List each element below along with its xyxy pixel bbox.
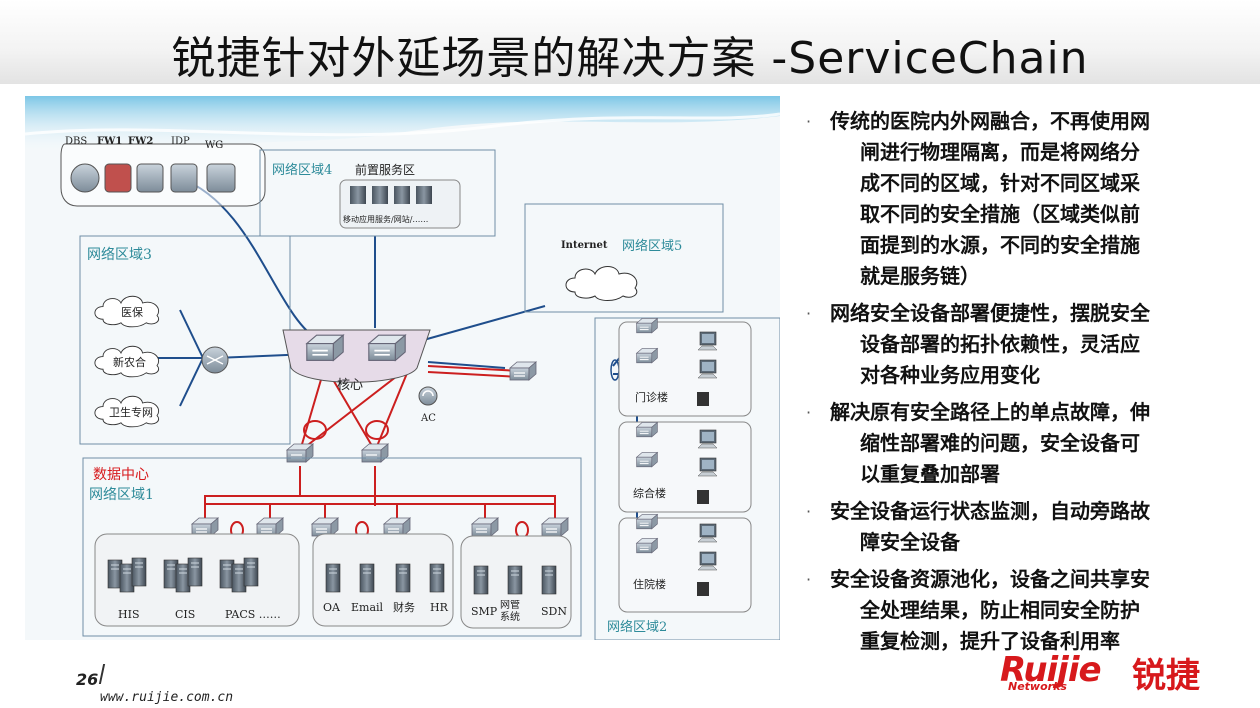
footer-url: www.ruijie.com.cn (100, 690, 234, 705)
logo-networks: Networks (1008, 680, 1067, 693)
zone1-title: 网络区域1 (89, 487, 154, 503)
bullet-line: 安全设备运行状态监测，自动旁路故 (830, 499, 1150, 523)
bullet-line: 以重复叠加部署 (860, 462, 1000, 486)
pacs-label: PACS …… (225, 608, 281, 621)
cis-label: CIS (175, 608, 195, 621)
hr-label: HR (430, 601, 449, 614)
zone3-router (201, 346, 229, 374)
ruijie-logo: Ruijie 锐捷 Networks (1000, 650, 1240, 696)
building-menzhen: 门诊楼 (635, 390, 668, 404)
bullet-line: 缩性部署难的问题，安全设备可 (860, 431, 1140, 455)
oa-label: OA (323, 601, 341, 614)
his-label: HIS (118, 608, 139, 621)
group3-servers (473, 565, 557, 595)
bullet-line: 对各种业务应用变化 (860, 363, 1040, 387)
bullet-line: 网络安全设备部署便捷性，摆脱安全 (830, 301, 1150, 325)
security-devices (70, 163, 236, 193)
bullet-item: · 传统的医院内外网融合，不再使用网 闸进行物理隔离，而是将网络分 成不同的区域… (800, 106, 1210, 292)
cloud-weisheng: 卫生专网 (109, 405, 153, 419)
bullet-line: 成不同的区域，针对不同区域采 (860, 171, 1140, 195)
bullet-item: · 安全设备运行状态监测，自动旁路故 障安全设备 (800, 496, 1210, 558)
fw1-label: FW1 (97, 136, 122, 147)
bullet-marker: · (806, 570, 812, 589)
smp-label: SMP (471, 605, 498, 618)
bullet-line: 传统的医院内外网融合，不再使用网 (830, 109, 1150, 133)
ac-device (418, 386, 438, 406)
building-zonghe: 综合楼 (633, 486, 666, 500)
caiwu-label: 财务 (393, 600, 415, 614)
bullet-line: 解决原有安全路径上的单点故障，伸 (830, 400, 1150, 424)
bullet-marker: · (806, 304, 812, 323)
zone1-title-red: 数据中心 (93, 467, 149, 483)
bullet-line: 设备部署的拓扑依赖性，灵活应 (860, 332, 1140, 356)
building-zhuyuan: 住院楼 (633, 577, 666, 591)
wangguan-label: 网管系统 (500, 600, 520, 623)
bullet-marker: · (806, 502, 812, 521)
fw2-label: FW2 (128, 136, 153, 147)
zone2-title: 网络区域2 (607, 619, 667, 635)
bullet-line: 安全设备资源池化，设备之间共享安 (830, 567, 1150, 591)
bullet-item: · 安全设备资源池化，设备之间共享安 全处理结果，防止相同安全防护 重复检测，提… (800, 564, 1210, 657)
wg-label: WG (205, 140, 223, 151)
core-label: 核心 (337, 378, 363, 393)
bullet-line: 闸进行物理隔离，而是将网络分 (860, 140, 1140, 164)
zone3-title: 网络区域3 (87, 247, 152, 263)
slide-title: 锐捷针对外延场景的解决方案 -ServiceChain (171, 33, 1089, 84)
zone5-title: 网络区域5 (622, 238, 682, 254)
logo-wordmark: Ruijie (1000, 650, 1102, 690)
bullet-line: 全处理结果，防止相同安全防护 (860, 598, 1140, 622)
zone4-subtitle: 前置服务区 (355, 162, 415, 177)
idp-label: IDP (171, 136, 190, 147)
bullet-line: 重复检测，提升了设备利用率 (860, 629, 1120, 653)
zone4-caption: 移动应用服务/网站/…… (343, 214, 428, 224)
cloud-yibao: 医保 (121, 305, 143, 319)
zone4-title: 网络区域4 (272, 162, 332, 178)
zone2-terminals (697, 331, 718, 596)
cloud-xinnonghe: 新农合 (113, 355, 146, 369)
bullet-marker: · (806, 403, 812, 422)
bullet-marker: · (806, 112, 812, 131)
bullet-item: · 网络安全设备部署便捷性，摆脱安全 设备部署的拓扑依赖性，灵活应 对各种业务应… (800, 298, 1210, 391)
sdn-label: SDN (541, 605, 567, 618)
bullet-line: 面提到的水源，不同的安全措施 (860, 233, 1140, 257)
bullet-line: 障安全设备 (860, 530, 960, 554)
network-topology-diagram: DBS FW1 FW2 IDP WG 网络区域4 前置服务区 移动应用服务/网站… (25, 96, 780, 640)
security-device-labels: DBS FW1 FW2 IDP WG (65, 136, 223, 151)
zone4-servers (350, 186, 432, 204)
dbs-label: DBS (65, 136, 87, 147)
title-bar (0, 0, 1260, 84)
email-label: Email (351, 601, 384, 614)
bullet-line: 取不同的安全措施（区域类似前 (860, 202, 1140, 226)
bullet-item: · 解决原有安全路径上的单点故障，伸 缩性部署难的问题，安全设备可 以重复叠加部… (800, 397, 1210, 490)
ac-label: AC (420, 413, 436, 424)
bullet-list: · 传统的医院内外网融合，不再使用网 闸进行物理隔离，而是将网络分 成不同的区域… (800, 106, 1210, 663)
page-separator (98, 664, 106, 684)
page-number: 26 (76, 670, 99, 689)
internet-label: Internet (561, 240, 608, 251)
logo-chinese: 锐捷 (1132, 656, 1200, 696)
bullet-line: 就是服务链） (860, 264, 980, 288)
